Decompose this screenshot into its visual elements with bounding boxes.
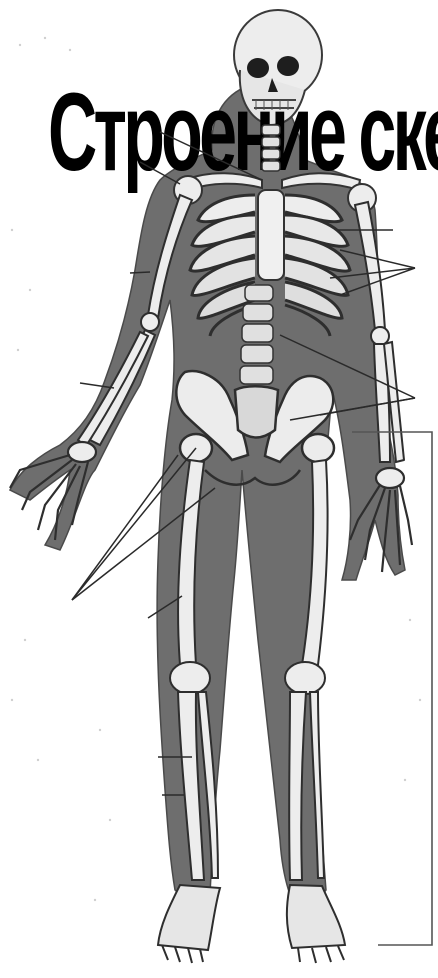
right-knee — [285, 662, 325, 694]
right-elbow — [371, 327, 389, 345]
left-knee — [170, 662, 210, 694]
right-foot-bones — [287, 885, 345, 963]
left-foot-bones — [158, 885, 220, 963]
left-elbow — [141, 313, 159, 331]
pointer-line-16 — [130, 272, 150, 273]
right-hip-joint — [302, 434, 334, 462]
sternum — [258, 190, 284, 280]
